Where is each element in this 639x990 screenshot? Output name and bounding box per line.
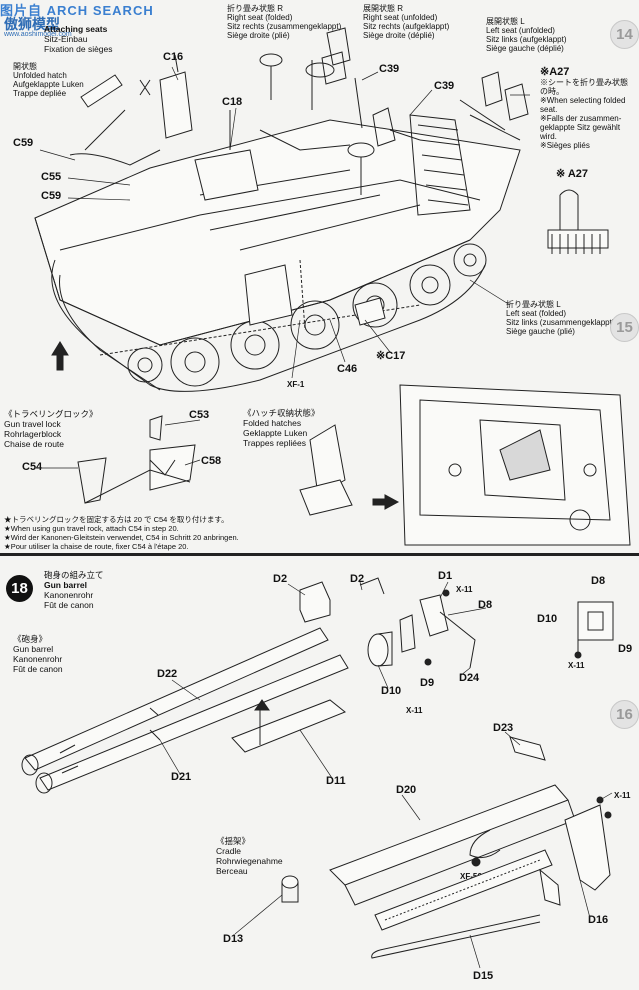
part-d24: D24 [459, 672, 480, 684]
hatch-inset-drawing [399, 384, 631, 546]
travel-lock-drawing [77, 415, 196, 504]
part-c18: C18 [222, 96, 243, 108]
part-d8-a: D8 [478, 599, 493, 611]
part-d9-b: D9 [420, 677, 435, 689]
part-d13: D13 [223, 933, 244, 945]
side-step-15: 15 [610, 313, 639, 342]
part-d16: D16 [588, 914, 609, 926]
d8-d9-d10-detail [574, 601, 614, 659]
part-d11: D11 [326, 775, 346, 787]
part-d10-b: D10 [381, 685, 402, 697]
cradle-sub-label: 《揺架》 Cradle Rohrwiegenahme Berceau [216, 836, 283, 876]
hatch-unfolded-label: 開状態 Unfolded hatch Aufgeklappte Luken Tr… [13, 62, 84, 98]
d13-part-drawing [281, 875, 299, 903]
paint-xf56: XF-56 [460, 872, 482, 881]
part-d8-b: D8 [591, 575, 606, 587]
travel-lock-notes: ★トラベリングロックを固定する方は 20 で C54 を取り付けます。 ★Whe… [4, 515, 239, 551]
step-top-titles: Attaching seats Sitz-Einbau Fixation de … [44, 24, 113, 54]
leader-lines [39, 66, 613, 969]
side-step-14: 14 [610, 20, 639, 49]
part-c59-b: C59 [41, 190, 62, 202]
step-divider [0, 553, 639, 556]
a27-detail-drawing [547, 189, 609, 254]
part-c39-b: C39 [434, 80, 455, 92]
part-d2-b: D2 [350, 573, 365, 585]
part-d2-a: D2 [273, 573, 288, 585]
part-x11-a: X-11 [456, 585, 473, 594]
part-d20: D20 [396, 784, 417, 796]
arrow-to-detail [372, 494, 400, 510]
hatch-drawing [69, 54, 386, 331]
d2-part-drawing [299, 581, 331, 623]
part-c53: C53 [189, 409, 210, 421]
part-c54: C54 [22, 461, 43, 473]
watermark-text-2: ARCH [46, 3, 89, 18]
folded-hatches-drawing [299, 424, 353, 516]
part-d10-a: D10 [537, 613, 558, 625]
right-seat-unfolded-label: 展開状態 R Right seat (unfolded) Sitz rechts… [363, 4, 450, 40]
travel-lock-label: 《トラベリングロック》 Gun travel lock Rohrlagerblo… [4, 409, 98, 449]
part-d23: D23 [493, 722, 514, 734]
barrel-sub-label: 《砲身》 Gun barrel Kanonenrohr Fût de canon [13, 634, 63, 674]
watermark: 图片自 ARCH SEARCH [0, 0, 154, 19]
gun-barrel-drawing [21, 627, 349, 794]
part-d21: D21 [171, 771, 192, 783]
watermark-url: www.aoshimodel.com [4, 31, 72, 38]
left-seat-unfolded-label: 展開状態 L Left seat (unfolded) Sitz links (… [486, 17, 567, 53]
part-d9-a: D9 [618, 643, 633, 655]
watermark-text-1: 图片自 [0, 3, 43, 18]
step-18-number: 18 [6, 575, 33, 602]
cradle-drawing [329, 736, 612, 959]
part-d15: D15 [473, 970, 494, 982]
a27-note: ※A27 ※シートを折り畳み状態 の時。 ※When selecting fol… [540, 66, 628, 150]
paint-xf1: XF-1 [287, 380, 305, 389]
d11-part-drawing [231, 699, 346, 753]
part-c59-a: C59 [13, 137, 34, 149]
part-x11-d: X-11 [614, 791, 631, 800]
tank-hull-drawing [34, 119, 521, 392]
seats-drawing [259, 27, 529, 216]
part-c16: C16 [163, 51, 184, 63]
part-c58: C58 [201, 455, 222, 467]
title-de: Sitz-Einbau [44, 34, 88, 44]
part-c46: C46 [337, 363, 358, 375]
watermark-brand: SEARCH [92, 3, 154, 18]
a27-detail-label: ※ A27 [556, 168, 589, 180]
part-x11-c: X-11 [406, 706, 423, 715]
part-c39-a: C39 [379, 63, 400, 75]
left-seat-folded-label: 折り畳み状態 L Left seat (folded) Sitz links (… [506, 300, 615, 336]
step-18-header: 砲身の組み立て Gun barrel Kanonenrohr Fût de ca… [44, 570, 104, 610]
part-c55: C55 [41, 171, 62, 183]
part-d22: D22 [157, 668, 178, 680]
part-x11-b: X-11 [568, 661, 585, 670]
right-seat-folded-label: 折り畳み状態 R Right seat (folded) Sitz rechts… [227, 4, 342, 40]
title-en: Attaching seats [44, 24, 108, 34]
folded-hatches-label: 《ハッチ収納状態》 Folded hatches Geklappte Luken… [243, 408, 320, 448]
part-c17: ※C17 [376, 350, 406, 362]
direction-arrow [51, 341, 69, 371]
title-fr: Fixation de sièges [44, 44, 113, 54]
part-d1: D1 [438, 570, 453, 582]
breech-parts-drawing [359, 577, 476, 669]
watermark-logo: 傲狮模型 [4, 16, 60, 32]
